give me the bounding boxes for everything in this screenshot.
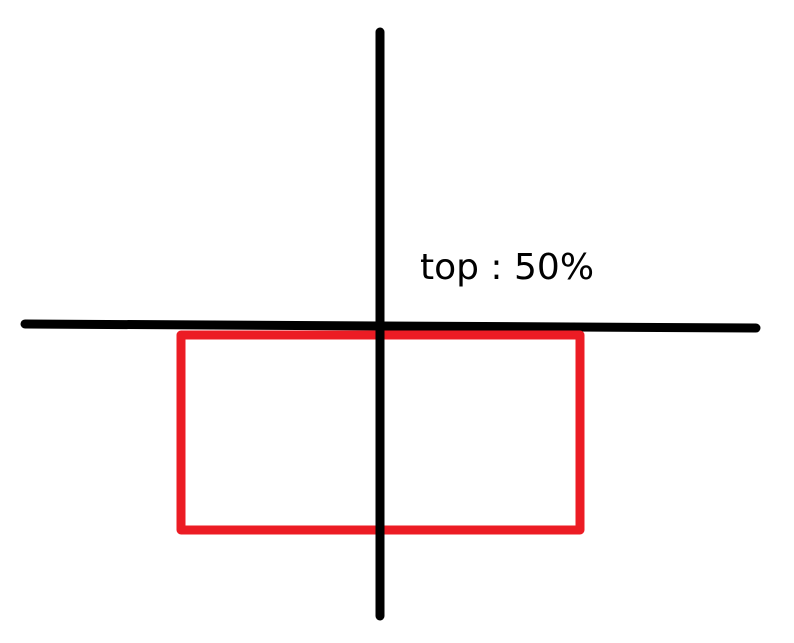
top-percent-label: top : 50%: [420, 247, 594, 288]
horizontal-axis-line: [20, 319, 761, 333]
